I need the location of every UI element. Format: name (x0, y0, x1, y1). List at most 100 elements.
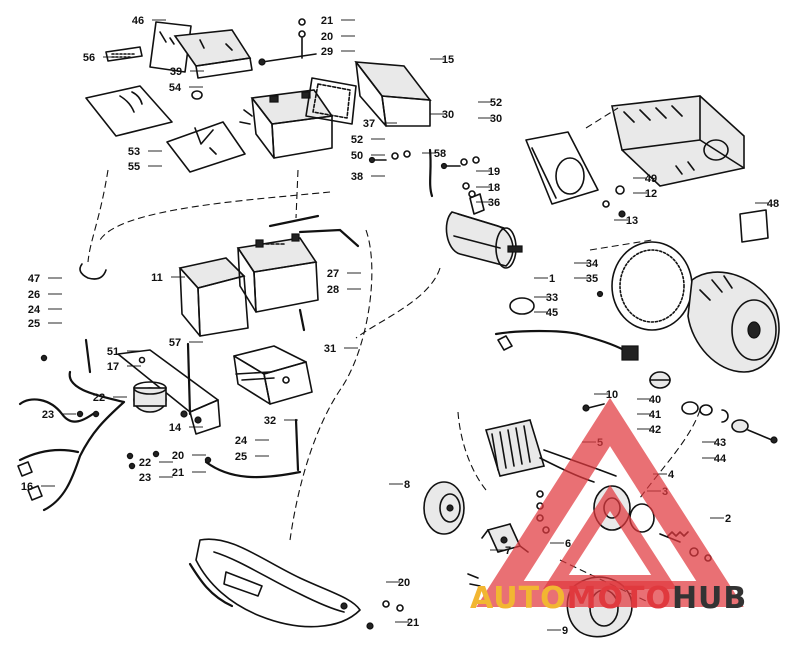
callout-31: 31 (324, 343, 336, 355)
assembly-line (87, 169, 109, 263)
strap-29 (258, 18, 317, 66)
callout-33: 33 (546, 292, 558, 304)
brush-clips (467, 573, 481, 587)
callout-17: 17 (107, 361, 119, 373)
callout-30: 30 (490, 113, 502, 125)
bolt-stack-58 (428, 148, 480, 198)
assembly-line (99, 191, 331, 241)
callout-45: 45 (546, 307, 558, 319)
mounting-bracket-31 (233, 345, 313, 405)
callout-53: 53 (128, 146, 140, 158)
assembly-line (585, 107, 619, 129)
ring-gear-34 (611, 241, 693, 331)
callout-21: 21 (172, 467, 184, 479)
callout-2: 2 (725, 513, 731, 525)
battery-strap-upper (268, 214, 320, 228)
callout-25: 25 (235, 451, 247, 463)
callout-48: 48 (767, 198, 779, 210)
callout-58: 58 (434, 148, 446, 160)
cable-clip-47 (79, 263, 107, 280)
connector-end (497, 335, 513, 351)
assembly-line (289, 229, 373, 541)
watermark-moto: MOTO (567, 581, 672, 616)
pinion-40 (649, 371, 671, 389)
watermark-text: AUTOMOTOHUB (470, 581, 747, 616)
callout-13: 13 (626, 215, 638, 227)
battery-box-upper (239, 89, 334, 159)
assembly-line (355, 267, 441, 339)
callout-57: 57 (169, 337, 181, 349)
cable-27 (298, 228, 360, 248)
callout-42: 42 (649, 424, 661, 436)
callout-11: 11 (151, 272, 163, 284)
assembly-line (295, 169, 299, 219)
watermark-hub: HUB (672, 581, 747, 616)
bolt-10 (587, 403, 605, 409)
callout-25: 25 (28, 318, 40, 330)
battery-28 (236, 233, 319, 313)
ground-lead-26 (84, 338, 92, 374)
callout-46: 46 (132, 15, 144, 27)
callout-16: 16 (21, 481, 33, 493)
watermark: AUTOMOTOHUB (470, 397, 747, 616)
callout-55: 55 (128, 161, 140, 173)
callout-43: 43 (714, 437, 726, 449)
connector-plug (621, 345, 639, 361)
callout-9: 9 (562, 625, 568, 637)
heat-shield-37 (305, 77, 357, 125)
callout-51: 51 (107, 346, 119, 358)
callout-56: 56 (83, 52, 95, 64)
hardware-49-12-13 (602, 185, 626, 218)
callout-23: 23 (42, 409, 54, 421)
support-bracket-39 (173, 29, 253, 79)
callout-37: 37 (363, 118, 375, 130)
callout-32: 32 (264, 415, 276, 427)
watermark-inner-triangle (543, 485, 677, 589)
callout-1: 1 (549, 273, 555, 285)
label-decal-56 (105, 46, 143, 62)
callout-29: 29 (321, 46, 333, 58)
bolt-32 (294, 418, 300, 472)
washer-stack-41-42 (681, 401, 729, 423)
callout-19: 19 (488, 166, 500, 178)
starter-mount-bracket (525, 131, 599, 205)
callout-22: 22 (139, 457, 151, 469)
mount-plate-46 (149, 21, 192, 73)
battery-tray (188, 538, 404, 630)
decal-48 (739, 209, 769, 243)
watermark-auto: AUTO (470, 581, 567, 616)
callout-10: 10 (606, 389, 618, 401)
solenoid-14 (133, 381, 202, 424)
battery-cover-11 (178, 257, 249, 337)
callout-20: 20 (321, 31, 333, 43)
ground-cable-24 (204, 460, 302, 479)
insulator-pad-53 (85, 85, 173, 137)
ground-cable-28 (298, 308, 306, 332)
callout-24: 24 (28, 304, 41, 316)
callout-52: 52 (351, 134, 363, 146)
callout-15: 15 (442, 54, 454, 66)
callout-14: 14 (169, 422, 182, 434)
nut-43-bolt-44 (731, 419, 778, 444)
harness-branch (18, 398, 98, 423)
insulator-pad-55 (166, 121, 246, 173)
callout-8: 8 (404, 479, 410, 491)
callout-50: 50 (351, 150, 363, 162)
starter-motor-1 (445, 182, 523, 269)
callout-22: 22 (93, 392, 105, 404)
callout-18: 18 (488, 182, 500, 194)
callout-28: 28 (327, 284, 339, 296)
flywheel-clutch (687, 271, 780, 373)
callout-54: 54 (169, 82, 182, 94)
callout-47: 47 (28, 273, 40, 285)
callout-44: 44 (714, 453, 727, 465)
cable-45 (494, 329, 626, 352)
wiring-harness-16 (18, 370, 126, 512)
clamp-33 (509, 297, 535, 315)
callout-12: 12 (645, 188, 657, 200)
callout-52: 52 (490, 97, 502, 109)
callout-26: 26 (28, 289, 40, 301)
